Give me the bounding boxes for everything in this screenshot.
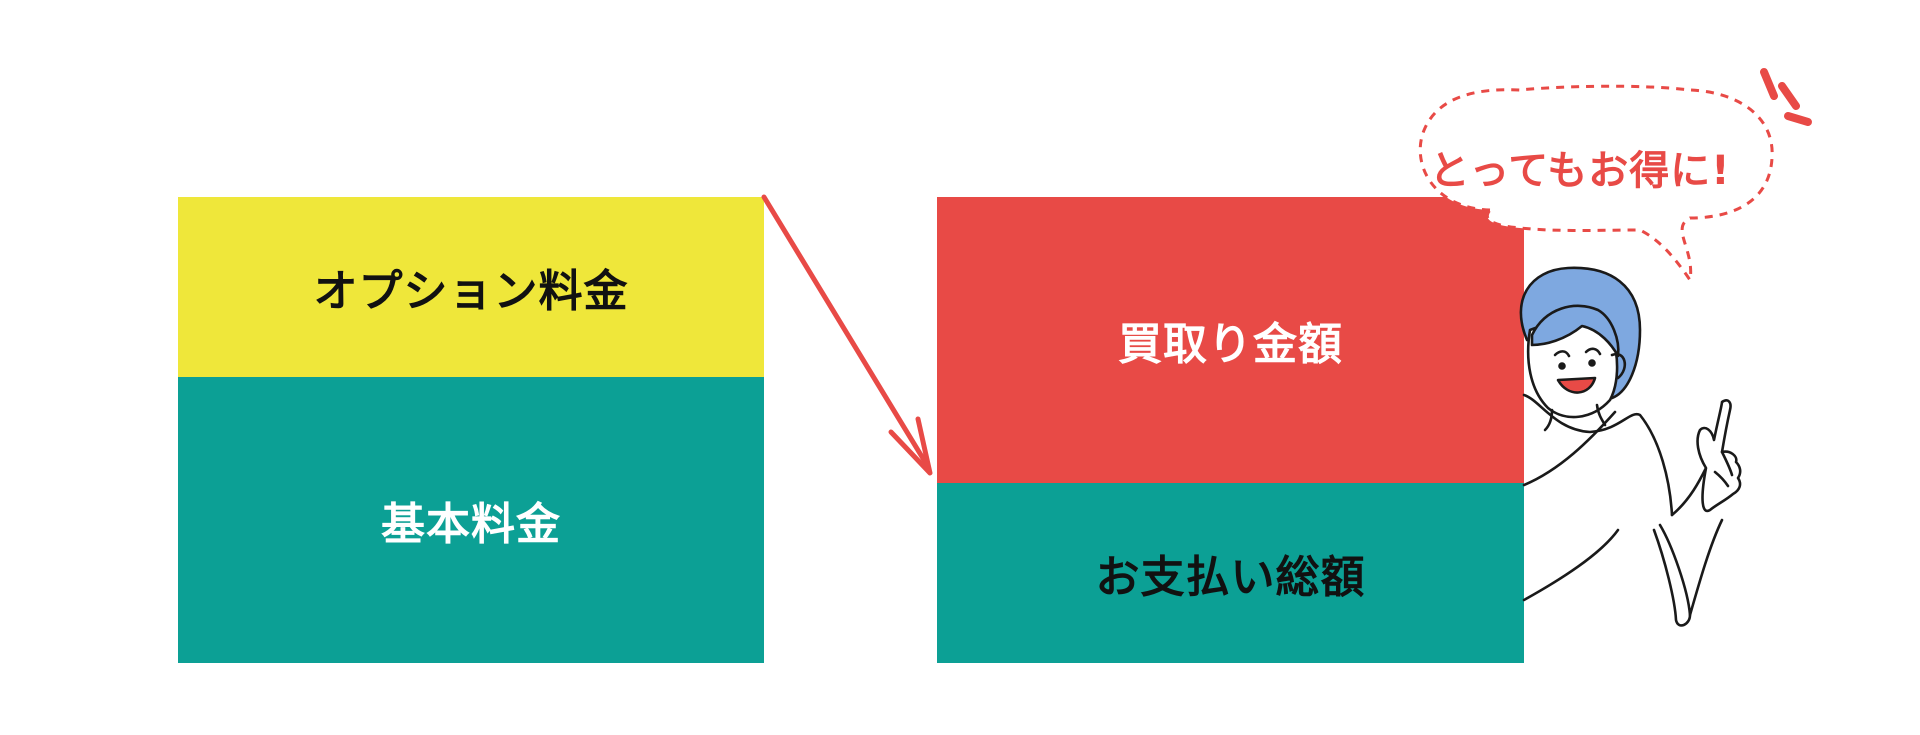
total-payment-label: お支払い総額	[1095, 552, 1366, 603]
pointing-woman-illustration	[1519, 266, 1742, 627]
buyback-amount-block: 買取り金額	[937, 197, 1524, 483]
base-fee-block: 基本料金	[178, 377, 764, 663]
total-payment-block: お支払い総額	[937, 483, 1524, 663]
base-fee-label: 基本料金	[381, 499, 561, 550]
buyback-amount-label: 買取り金額	[1118, 319, 1343, 370]
option-fee-label: オプション料金	[313, 266, 629, 317]
speech-bubble-text: とってもお得に!	[1429, 148, 1731, 194]
option-fee-block: オプション料金	[178, 197, 764, 377]
emphasis-burst-icon	[1760, 68, 1812, 126]
diagonal-arrow-icon	[761, 194, 933, 476]
speech-bubble	[1418, 84, 1774, 284]
